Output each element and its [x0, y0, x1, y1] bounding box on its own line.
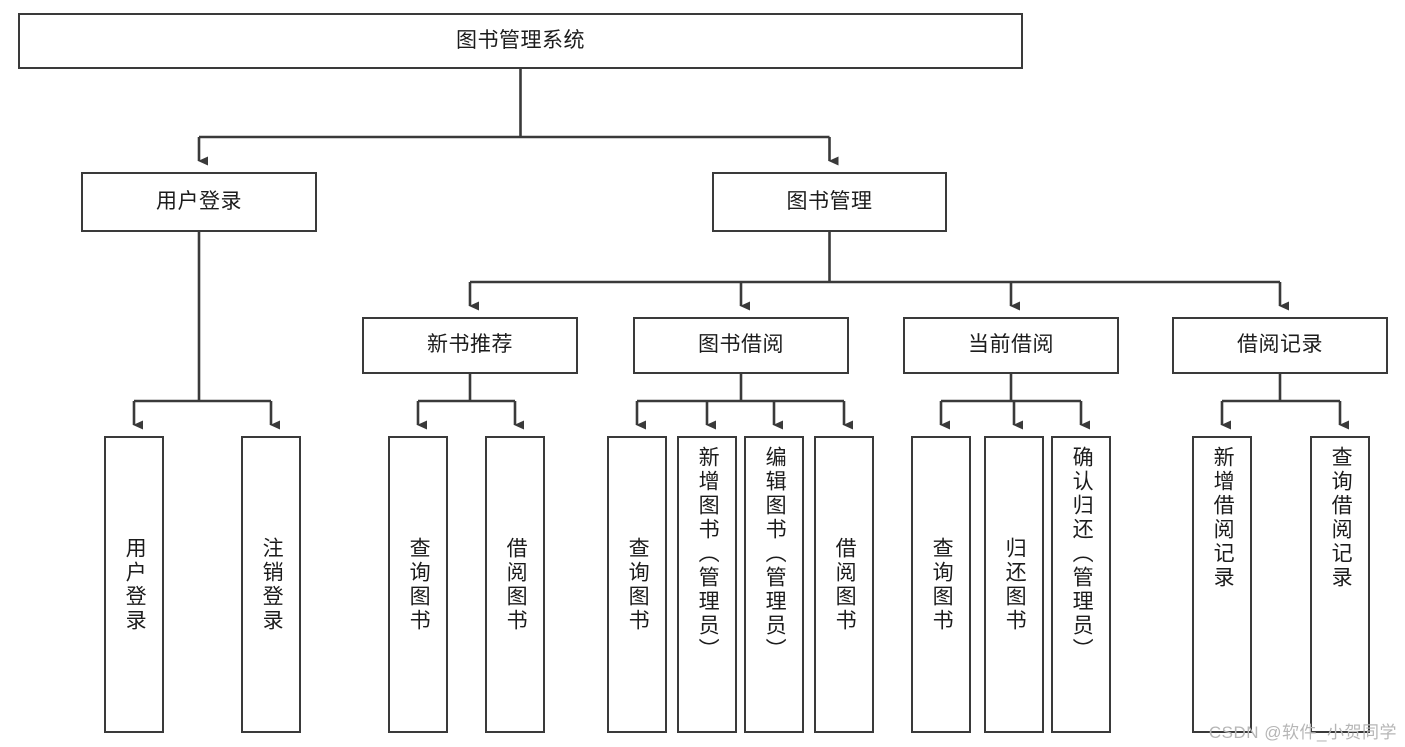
node-leaf-return-book[interactable]: 归还图书 — [984, 436, 1044, 733]
node-label-leaf-borrow-book-1: 借阅图书 — [504, 536, 528, 633]
node-root[interactable]: 图书管理系统 — [18, 13, 1023, 69]
node-book-manage[interactable]: 图书管理 — [712, 172, 947, 232]
node-new-book-rec[interactable]: 新书推荐 — [362, 317, 578, 374]
node-leaf-query-book-1[interactable]: 查询图书 — [388, 436, 448, 733]
node-label-current-borrow: 当前借阅 — [968, 333, 1054, 357]
node-label-leaf-borrow-book-2: 借阅图书 — [833, 536, 857, 633]
watermark-label: CSDN @软件_小贺同学 — [1208, 723, 1397, 742]
node-leaf-user-login[interactable]: 用户登录 — [104, 436, 164, 733]
node-label-leaf-user-logout: 注销登录 — [260, 536, 284, 633]
node-borrow-record[interactable]: 借阅记录 — [1172, 317, 1388, 374]
node-leaf-user-logout[interactable]: 注销登录 — [241, 436, 301, 733]
node-user-login[interactable]: 用户登录 — [81, 172, 317, 232]
node-leaf-borrow-book-1[interactable]: 借阅图书 — [485, 436, 545, 733]
node-leaf-query-record[interactable]: 查询借阅记录 — [1310, 436, 1370, 733]
node-label-borrow-record: 借阅记录 — [1237, 333, 1323, 357]
node-label-leaf-add-book: 新增图书（管理员） — [696, 446, 720, 662]
node-leaf-add-record[interactable]: 新增借阅记录 — [1192, 436, 1252, 733]
node-label-leaf-return-book: 归还图书 — [1003, 536, 1027, 633]
node-label-leaf-query-record: 查询借阅记录 — [1329, 446, 1353, 590]
node-label-leaf-query-book-2: 查询图书 — [626, 536, 650, 633]
node-current-borrow[interactable]: 当前借阅 — [903, 317, 1119, 374]
node-label-leaf-query-book-1: 查询图书 — [407, 536, 431, 633]
node-leaf-query-book-3[interactable]: 查询图书 — [911, 436, 971, 733]
node-label-user-login: 用户登录 — [156, 189, 242, 213]
node-label-leaf-user-login: 用户登录 — [123, 536, 147, 633]
node-book-borrow[interactable]: 图书借阅 — [633, 317, 849, 374]
node-leaf-confirm-return[interactable]: 确认归还（管理员） — [1051, 436, 1111, 733]
node-label-leaf-confirm-return: 确认归还（管理员） — [1070, 446, 1094, 662]
node-label-root: 图书管理系统 — [456, 28, 585, 52]
node-leaf-edit-book[interactable]: 编辑图书（管理员） — [744, 436, 804, 733]
node-leaf-query-book-2[interactable]: 查询图书 — [607, 436, 667, 733]
node-label-new-book-rec: 新书推荐 — [427, 333, 513, 357]
node-label-leaf-query-book-3: 查询图书 — [930, 536, 954, 633]
node-label-book-borrow: 图书借阅 — [698, 333, 784, 357]
node-label-book-manage: 图书管理 — [786, 189, 873, 213]
node-label-leaf-edit-book: 编辑图书（管理员） — [763, 446, 787, 662]
node-leaf-borrow-book-2[interactable]: 借阅图书 — [814, 436, 874, 733]
node-leaf-add-book[interactable]: 新增图书（管理员） — [677, 436, 737, 733]
node-label-leaf-add-record: 新增借阅记录 — [1211, 446, 1235, 590]
edge-group — [132, 69, 1349, 430]
